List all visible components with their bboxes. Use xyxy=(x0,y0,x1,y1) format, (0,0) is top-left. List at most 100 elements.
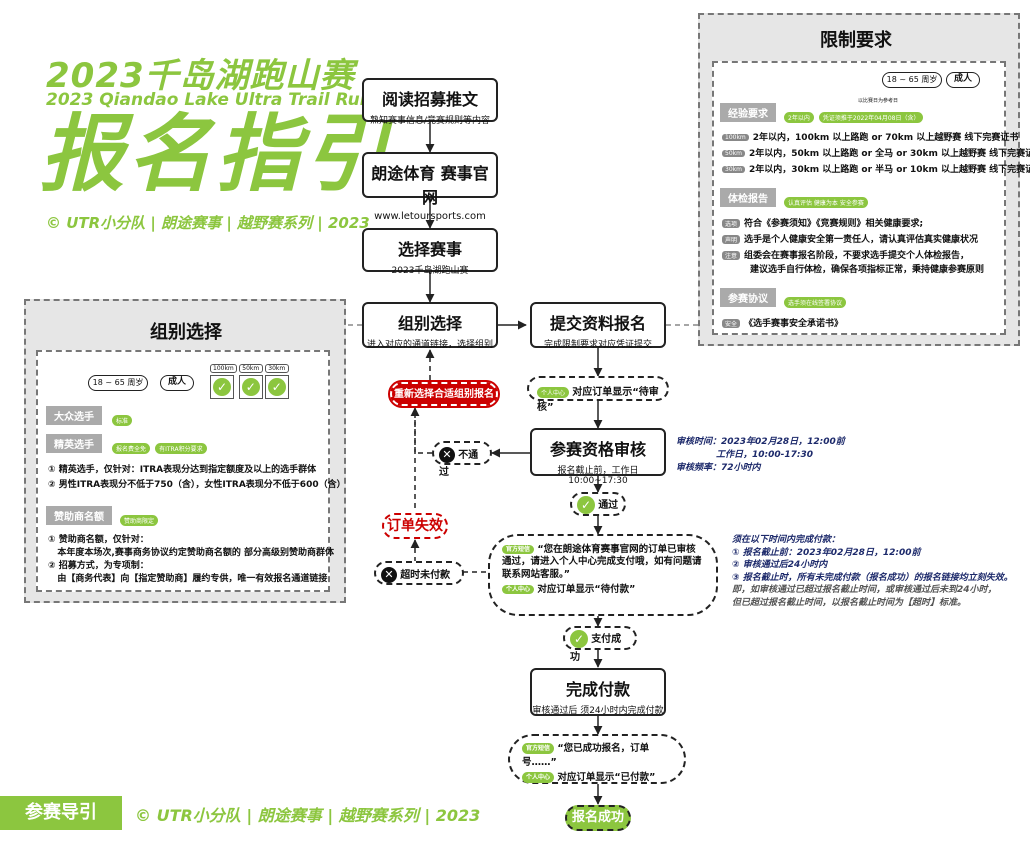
step-title: 朗途体育 赛事官网 xyxy=(371,164,489,207)
check-icon: ✓ xyxy=(570,630,588,648)
review-frequency: 审核频率：72小时内 xyxy=(676,463,761,474)
distance-label: 50km xyxy=(238,364,263,373)
badge-50km: 50km xyxy=(722,150,745,157)
groups-title: 组别选择 xyxy=(150,322,222,343)
agreement-tag: 选手须在线签署协议 xyxy=(784,297,847,308)
experience-section: 经验要求 xyxy=(720,103,776,122)
distance-100: 100km ✓ xyxy=(210,364,237,399)
elite-tag: 报名费全免 xyxy=(112,443,151,454)
x-icon: ✕ xyxy=(381,567,397,583)
step-read-announcement: 阅读招募推文 熟知赛事信息/竞赛规则等内容 xyxy=(362,78,498,126)
elite-tags: 报名费全免 有ITRA积分要求 xyxy=(112,438,207,457)
approval-notice-pill: 官方短信 “您在朗途体育赛事官网的订单已审核通过，请进入个人中心完成支付哦，如有… xyxy=(488,534,718,616)
step-title: 提交资料报名 xyxy=(549,314,646,333)
review-time: 审核时间：2023年02月28日，12:00前 xyxy=(676,437,845,447)
step-sub: 完成限制要求对应凭证提交 xyxy=(543,340,652,350)
payment-info: 须在以下时间内完成付款： ① 报名截止前：2023年02月28日，12:00前 … xyxy=(732,534,1013,610)
sponsor-line: 本年度本场次,赛事商务协议约定赞助商名额的 部分高级别赞助商群体 xyxy=(48,548,334,558)
health-tag: 认真评估 健康为本 安全参赛 xyxy=(784,197,868,208)
review-workday: 工作日，10:00-17:30 xyxy=(716,450,814,461)
payment-line: 须在以下时间内完成付款： xyxy=(732,535,841,545)
order-invalid-badge: 订单失效 xyxy=(382,513,448,539)
health-text: 建议选手自行体检，确保各项指标正常，秉持健康参赛原则 xyxy=(750,265,985,275)
step-title: 组别选择 xyxy=(397,314,462,333)
check-icon: ✓ xyxy=(213,378,231,396)
step-sub: www.letoursports.com xyxy=(374,211,486,222)
agreement-section: 参赛协议 xyxy=(720,288,776,307)
step-sub: 进入对应的通道链接，选择组别 xyxy=(366,340,493,350)
sponsor-tag: 赞助商限定 xyxy=(120,515,159,526)
experience-tag: 凭证须推于2022年04月08日（含） xyxy=(818,112,924,123)
check-icon: ✓ xyxy=(267,378,286,396)
registration-success-badge: 报名成功 xyxy=(565,805,631,831)
step-complete-payment: 完成付款 审核通过后 须24小时内完成付款 xyxy=(530,668,666,716)
health-badge: 选项 xyxy=(722,219,741,228)
footer-tag: 参赛导引 xyxy=(0,796,122,830)
step-title: 完成付款 xyxy=(565,680,630,699)
review-info: 审核时间：2023年02月28日，12:00前 工作日，10:00-17:30 … xyxy=(676,436,845,475)
tag-personal-center: 个人中心 xyxy=(537,386,570,398)
tag-official-sms: 官方短信 xyxy=(522,743,555,754)
sponsor-line: ② 招募方式，为专项制： xyxy=(48,561,149,571)
header-credit: © UTR小分队 | 朗途赛事 | 越野赛系列 | 2023 xyxy=(46,214,370,232)
step-sub: 报名截止前，工作日10:00~17:30 xyxy=(557,466,639,486)
experience-tags: 2年以内 凭证须推于2022年04月08日（含） xyxy=(784,107,924,126)
step-group-select: 组别选择 进入对应的通道链接，选择组别 xyxy=(362,302,498,350)
health-badge: 声明 xyxy=(722,235,741,244)
payment-line: ② 审核通过后24小时内 xyxy=(732,560,828,571)
pass-label: 通过 xyxy=(598,500,619,511)
public-tag: 标准 xyxy=(112,415,133,426)
age-range-pill: 18 ~ 65 周岁 xyxy=(882,72,942,88)
health-row: 声明选手是个人健康安全第一责任人，请认真评估真实健康状况 xyxy=(722,232,978,245)
x-icon: ✕ xyxy=(439,447,455,463)
agreement-text: 《选手赛事安全承诺书》 xyxy=(744,319,844,329)
experience-tag: 2年以内 xyxy=(784,112,814,123)
sponsor-line: 由【商务代表】向【指定赞助商】履约专供，唯一有效报名通道链接 xyxy=(48,574,328,584)
step-title: 参赛资格审核 xyxy=(549,440,646,459)
elite-tag: 有ITRA积分要求 xyxy=(155,443,207,454)
public-tag-wrap: 标准 xyxy=(112,410,133,429)
timeout-label: 超时未付款 xyxy=(400,570,451,581)
agreement-row: 安全《选手赛事安全承诺书》 xyxy=(722,316,843,329)
payment-line: 即，如审核通过已超过报名截止时间，或审核通过后未到24小时， xyxy=(732,585,997,596)
approval-sms-text: “您在朗途体育赛事官网的订单已审核通过，请进入个人中心完成支付哦，如有问题请联系… xyxy=(502,544,702,580)
pass-pill: ✓ 通过 xyxy=(570,492,626,516)
experience-note: 以比赛日为参考日 xyxy=(858,98,899,104)
requirements-title: 限制要求 xyxy=(820,30,892,51)
sponsor-section: 赞助商名额 xyxy=(46,506,112,525)
agreement-badge: 安全 xyxy=(722,319,741,328)
health-text: 选手是个人健康安全第一责任人，请认真评估真实健康状况 xyxy=(744,235,979,245)
check-icon: ✓ xyxy=(577,496,595,514)
pending-review-text: 对应订单显示“待审核” xyxy=(537,387,659,413)
step-choose-event: 选择赛事 2023千岛湖跑山赛 xyxy=(362,228,498,276)
fail-pill: ✕ 不通过 xyxy=(432,441,492,478)
footer-credit: © UTR小分队 | 朗途赛事 | 越野赛系列 | 2023 xyxy=(135,806,481,825)
step-submit-materials: 提交资料报名 完成限制要求对应凭证提交 xyxy=(530,302,666,350)
elite-line: ② 男性ITRA表现分不低于750（含），女性ITRA表现分不低于600（含） xyxy=(48,480,346,490)
step-sub: 熟知赛事信息/竞赛规则等内容 xyxy=(369,116,491,126)
elite-line: ① 精英选手，仅针对：ITRA表现分达到指定额度及以上的选手群体 xyxy=(48,465,317,475)
health-text: 组委会在赛事报名阶段，不要求选手提交个人体检报告， xyxy=(744,251,970,261)
success-sms-text: “您已成功报名，订单号……” xyxy=(522,743,650,769)
elite-section: 精英选手 xyxy=(46,434,102,453)
sponsor-line: ① 赞助商名额，仅针对： xyxy=(48,535,149,545)
timeout-pill: ✕ 超时未付款 xyxy=(374,561,464,585)
exp-text: 2年以内，30km 以上路跑 or 半马 or 10km 以上越野赛 线下完赛证… xyxy=(748,165,1030,175)
paid-label: 支付成功 xyxy=(570,634,622,663)
payment-line: 但已超过报名截止时间，以报名截止时间为【超时】标准。 xyxy=(732,597,967,608)
paid-pill: ✓ 支付成功 xyxy=(563,626,637,663)
distance-label: 30km xyxy=(264,364,289,373)
tag-personal-center: 个人中心 xyxy=(502,584,535,595)
step-title: 选择赛事 xyxy=(397,240,462,259)
pending-review-pill: 个人中心 对应订单显示“待审核” xyxy=(527,376,669,413)
tag-official-sms: 官方短信 xyxy=(502,544,535,555)
health-text: 符合《参赛须知》《竞赛规则》相关健康要求; xyxy=(744,219,924,229)
paid-status-text: 对应订单显示“已付款” xyxy=(557,771,656,783)
check-icon: ✓ xyxy=(241,378,260,396)
reselect-badge: 重新选择合适组别报名 xyxy=(388,380,500,408)
guide-heading: 报名指引 xyxy=(40,105,393,203)
